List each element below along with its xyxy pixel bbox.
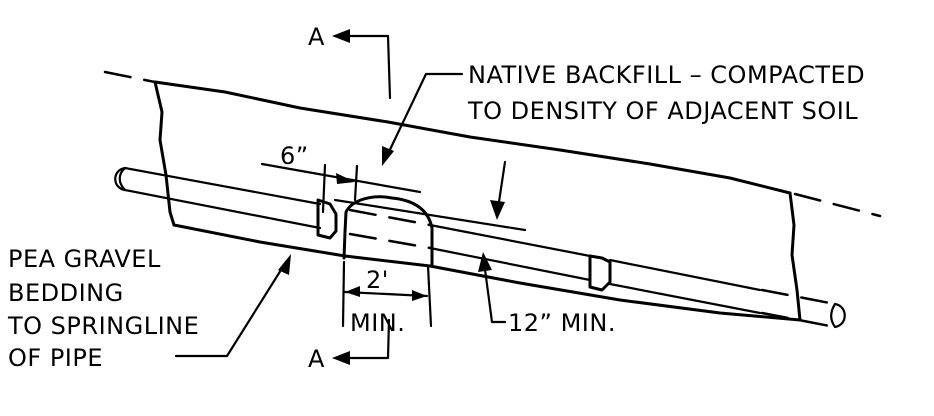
pipe-top-line-3	[608, 258, 762, 292]
section-label-top: A	[308, 23, 325, 51]
section-label-bottom: A	[308, 345, 325, 373]
dim-2ft-arrow-left	[345, 286, 360, 297]
bedding-label-line3: TO SPRINGLINE	[7, 312, 199, 340]
dim-12in-arrow-down	[490, 200, 505, 220]
pipe-bottom-dashed-end	[760, 311, 837, 329]
pipe-top-line	[123, 166, 322, 206]
ground-break-right	[793, 192, 882, 218]
pipe-top-line-2	[428, 223, 592, 258]
pipe-bottom-line	[123, 188, 322, 230]
bedding-label-line2: BEDDING	[8, 279, 124, 307]
gravel-leader-arrow	[278, 254, 291, 275]
trench-bottom-line	[172, 223, 802, 322]
trench-wall-right	[788, 191, 802, 322]
pipe-top-dashed-segment	[348, 208, 432, 227]
pipe-break-left	[114, 166, 127, 192]
dim-2ft-label: 2'	[366, 266, 389, 294]
dim-12in-label: 12” MIN.	[508, 309, 616, 337]
ground-surface-line	[153, 80, 792, 195]
dim-2ft-extension-right	[426, 264, 433, 328]
pipe-bell-joint-right	[588, 254, 612, 292]
pipe-top-dashed-end	[760, 288, 837, 306]
dim-12in-leader	[482, 260, 507, 324]
dim-12in-arrow-up	[478, 252, 492, 272]
dim-2ft-extension-left	[341, 260, 346, 328]
pipe-bottom-line-2	[428, 246, 592, 282]
gravel-leader-line	[174, 260, 288, 358]
dim-2ft-arrow-right	[412, 290, 427, 301]
trench-wall-left	[153, 80, 176, 227]
backfill-leader-arrow	[382, 146, 394, 166]
section-cut-bottom-line	[338, 318, 391, 360]
pipe-bottom-line-3	[608, 282, 762, 315]
section-cut-top-arrow	[332, 29, 350, 43]
dim-12in-upper-line	[333, 198, 527, 232]
dim-6in-extension-left	[321, 163, 327, 214]
bedding-label-line4: OF PIPE	[8, 344, 103, 372]
backfill-label-line2: TO DENSITY OF ADJACENT SOIL	[467, 97, 858, 125]
backfill-leader-line	[384, 72, 464, 160]
section-cut-top-line	[338, 34, 392, 100]
ground-break-left	[103, 70, 157, 84]
pipe-bottom-dashed-segment	[348, 232, 432, 250]
dim-6in-extension-right	[353, 164, 359, 202]
bell-hole-outline	[342, 195, 434, 268]
dim-6in-arrow	[336, 173, 355, 184]
dim-6in-label: 6”	[280, 142, 309, 170]
section-cut-bottom-arrow	[332, 351, 350, 365]
backfill-label-line1: NATIVE BACKFILL – COMPACTED	[468, 61, 865, 89]
bedding-label-line1: PEA GRAVEL	[8, 245, 161, 273]
pipe-break-right	[830, 302, 846, 329]
dim-min-label: MIN.	[350, 309, 405, 337]
pipe-bell-joint-left	[316, 198, 338, 240]
